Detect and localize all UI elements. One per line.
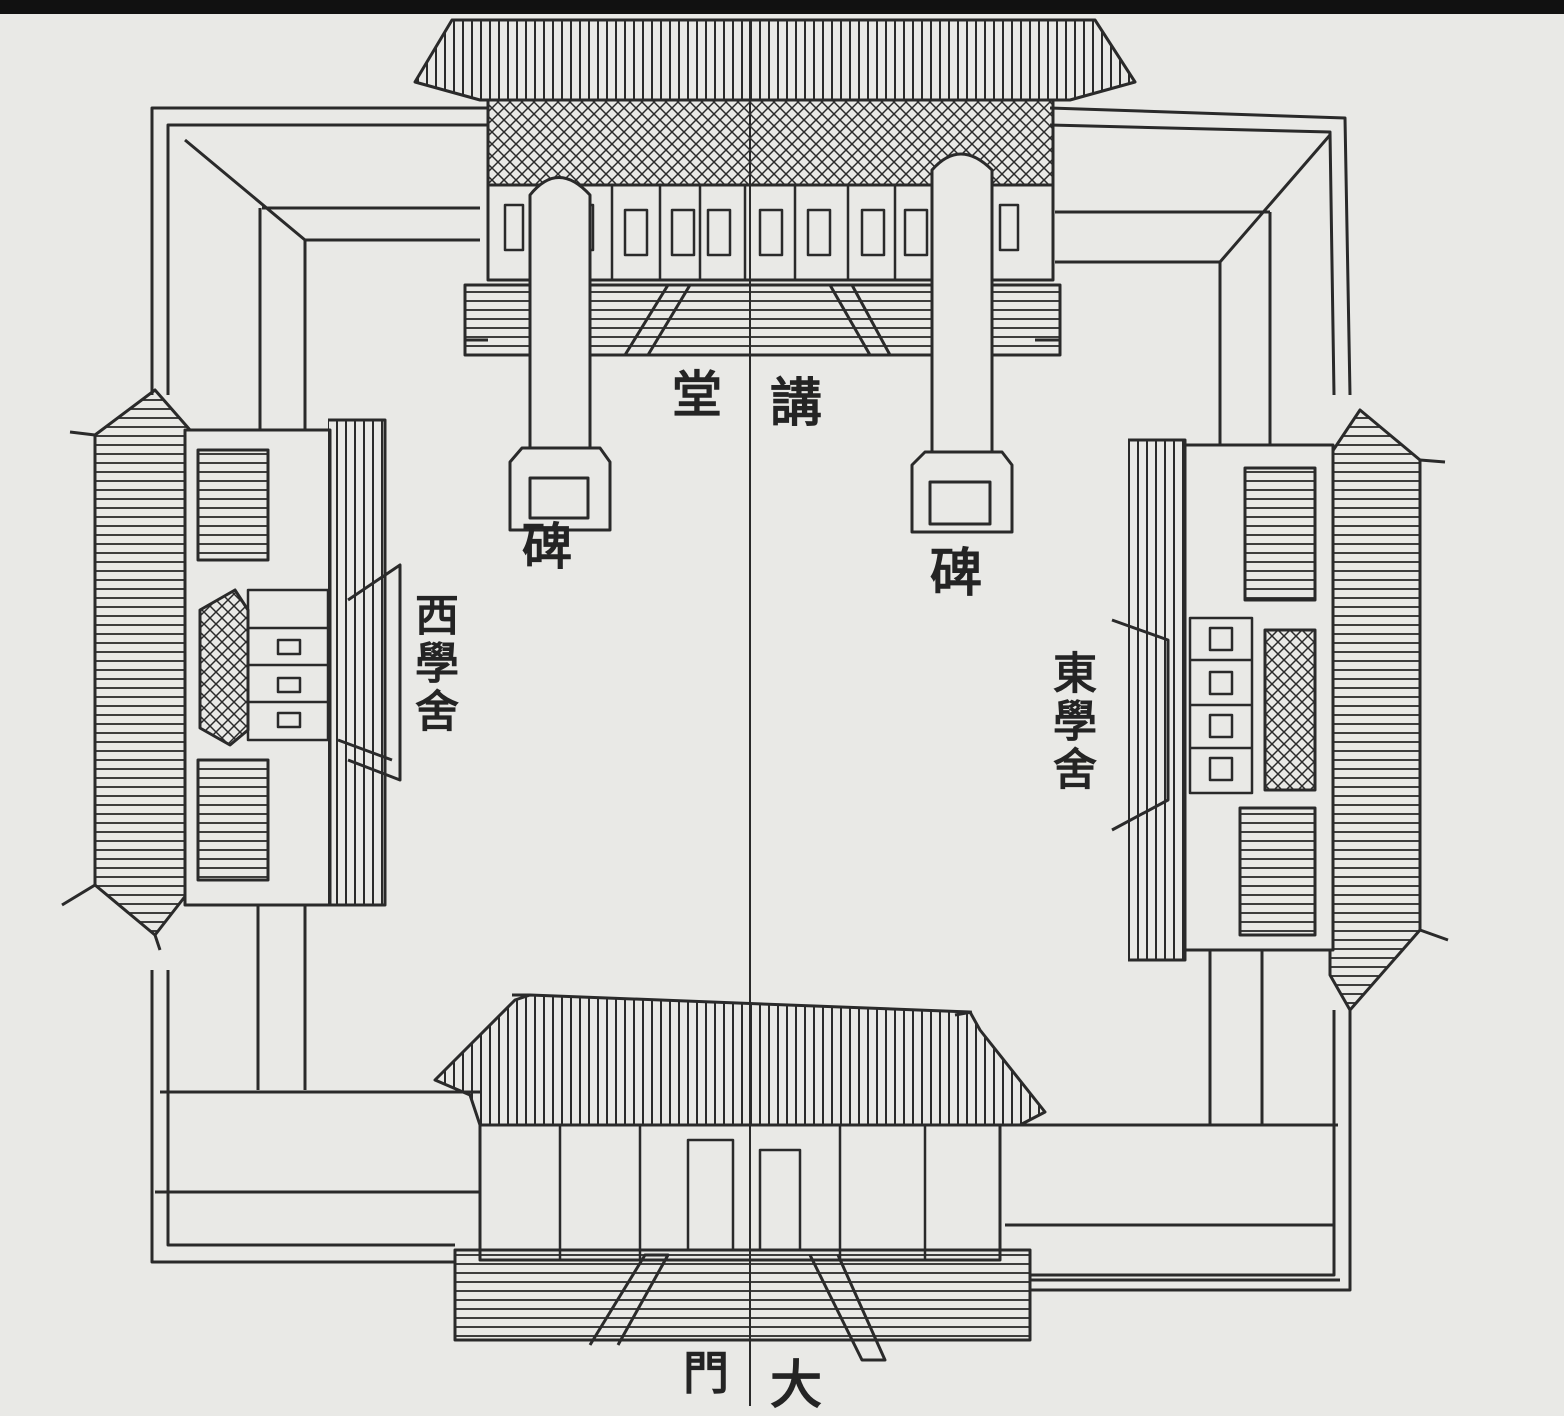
west-dormitory-label: 西學舍 — [407, 592, 458, 736]
scan-border — [0, 0, 1564, 14]
west-dormitory — [61, 388, 402, 951]
compound-wall — [150, 106, 1352, 1292]
lecture-hall-char-2: 講 — [770, 373, 823, 434]
stele-label-right: 碑 — [930, 543, 983, 604]
great-gate — [155, 993, 1340, 1362]
east-dormitory — [1111, 408, 1449, 1012]
lecture-hall — [413, 18, 1137, 357]
lecture-hall-char-1: 堂 — [672, 365, 722, 424]
stele-left-shape — [508, 176, 612, 532]
east-dormitory-label: 東學舍 — [1045, 650, 1096, 794]
stele-label-left: 碑 — [522, 517, 572, 576]
stele-right-shape — [910, 152, 1014, 534]
gate-char-1: 門 — [683, 1346, 729, 1400]
gate-char-2: 大 — [770, 1355, 823, 1416]
